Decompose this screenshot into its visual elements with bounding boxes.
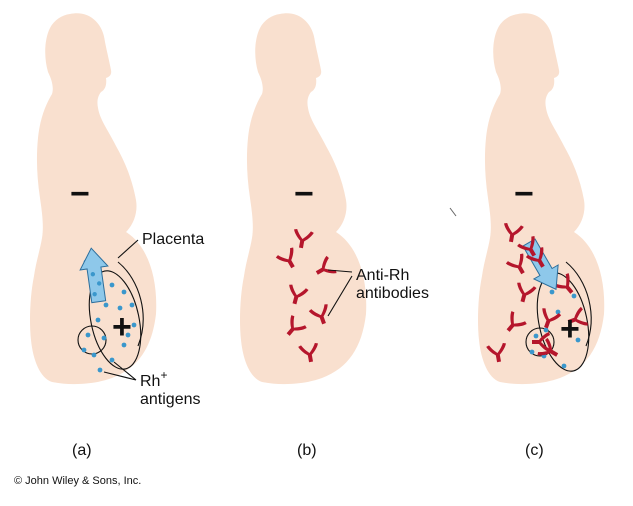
anti-rh-label: Anti-Rh <box>356 267 409 284</box>
placenta-leader <box>117 239 139 259</box>
antibodies-leader <box>327 269 353 317</box>
mother-sign-a: − <box>70 175 90 213</box>
rh-main: Rh <box>140 373 160 390</box>
rh-sup: + <box>160 368 167 382</box>
placenta-label: Placenta <box>142 231 204 248</box>
antigens-leader <box>103 361 137 381</box>
caption-c: (c) <box>525 442 544 459</box>
fetus-outline-a <box>88 270 142 370</box>
copyright-text: © John Wiley & Sons, Inc. <box>14 475 141 487</box>
mother-silhouette-a <box>30 13 157 385</box>
up-arrow-icon-a <box>76 245 114 305</box>
mother-sign-b: − <box>294 175 314 213</box>
arm-line-c <box>449 207 457 217</box>
caption-b: (b) <box>297 442 317 459</box>
fetus-sign-a: + <box>112 308 132 346</box>
mother-sign-c: − <box>514 175 534 213</box>
antigens-label: antigens <box>140 391 201 408</box>
caption-a: (a) <box>72 442 92 459</box>
fetus-head-c <box>525 327 555 357</box>
panel-b: − Anti-Rh antibodies (b) <box>240 13 429 459</box>
antigen-dots-c <box>529 289 581 369</box>
antibodies-label: antibodies <box>356 285 429 302</box>
panel-a: − + Placenta Rh+ antigens (a) <box>30 13 204 459</box>
fetus-sign-c: + <box>560 310 580 348</box>
panel-c: − + (c) <box>449 13 605 459</box>
rh-label: Rh+ <box>140 368 167 390</box>
